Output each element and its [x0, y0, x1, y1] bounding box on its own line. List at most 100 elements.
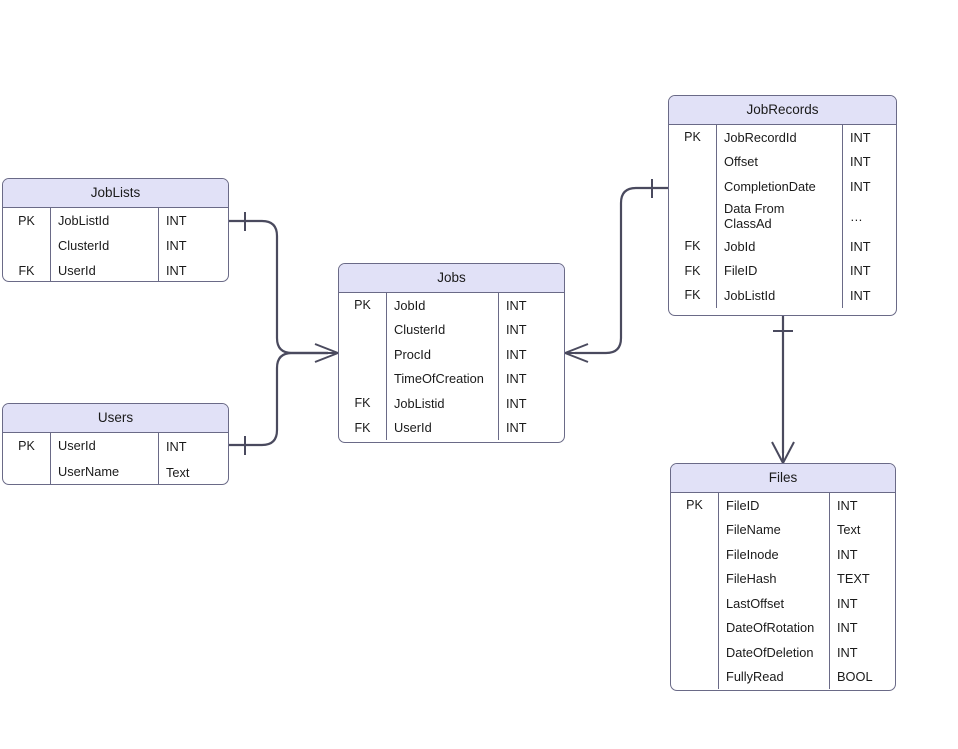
column-key-badge: [339, 342, 386, 367]
column-name: LastOffset: [718, 591, 829, 616]
column-key-badge: [339, 318, 386, 343]
column-key-badge: [671, 567, 718, 592]
column-key-badge: [339, 367, 386, 392]
column-name: DateOfDeletion: [718, 640, 829, 665]
column-name: ClusterId: [386, 317, 498, 342]
column-key-badge: [671, 640, 718, 665]
column-key-badge: [3, 233, 50, 258]
column-type: INT: [158, 433, 228, 459]
column-key-badge: PK: [684, 130, 701, 145]
column-type: …: [842, 198, 896, 235]
column-name: FileID: [718, 493, 829, 518]
column-row[interactable]: Data From ClassAd…: [669, 198, 896, 235]
column-type: INT: [498, 342, 564, 367]
column-type: INT: [498, 391, 564, 416]
column-type: Text: [829, 517, 895, 542]
column-name: JobRecordId: [716, 125, 842, 150]
column-type: INT: [829, 640, 895, 665]
column-name: CompletionDate: [716, 174, 842, 199]
column-key-badge: FK: [684, 288, 701, 303]
column-key-badge: [3, 459, 50, 484]
column-name: JobListId: [716, 283, 842, 308]
column-key-badge: [669, 150, 716, 175]
column-key-badge: [671, 616, 718, 641]
column-key-badge: FK: [18, 263, 35, 278]
column-type: INT: [842, 149, 896, 174]
column-type: INT: [498, 293, 564, 318]
column-type: TEXT: [829, 566, 895, 591]
column-name: UserId: [50, 433, 158, 459]
column-name: UserId: [50, 258, 158, 281]
relationship-line-joblists-jobs: [229, 219, 328, 355]
column-type: BOOL: [829, 664, 895, 689]
column-name: Data From ClassAd: [716, 198, 842, 235]
column-type: INT: [842, 234, 896, 259]
crowsfoot-files: [771, 441, 795, 464]
column-key-badge: [671, 518, 718, 543]
column-type: INT: [842, 258, 896, 284]
column-key-badge: [669, 174, 716, 199]
relationship-jobrecords-jobs: [564, 179, 668, 363]
column-key-badge: [671, 665, 718, 690]
relationship-joblists-jobs: [229, 212, 339, 363]
column-type: INT: [829, 493, 895, 518]
crowsfoot-jobs-from-jobrecords: [564, 343, 589, 363]
column-key-badge: PK: [354, 298, 371, 313]
column-type: INT: [842, 283, 896, 308]
column-name: JobListid: [386, 391, 498, 416]
column-key-badge: PK: [18, 213, 35, 228]
column-key-badge: FK: [354, 396, 371, 411]
column-name: FileHash: [718, 566, 829, 591]
column-name: FileInode: [718, 542, 829, 567]
entity-title-jobrecords: JobRecords: [669, 96, 896, 125]
column-name: FileName: [718, 517, 829, 542]
column-name: UserId: [386, 415, 498, 440]
column-type: INT: [829, 542, 895, 567]
column-name: UserName: [50, 459, 158, 484]
entity-title-joblists: JobLists: [3, 179, 228, 208]
entity-title-jobs: Jobs: [339, 264, 564, 293]
entity-title-users: Users: [3, 404, 228, 433]
column-type: INT: [158, 258, 228, 281]
relationship-line-users-jobs: [229, 351, 328, 447]
column-type: INT: [158, 233, 228, 258]
column-key-badge: [671, 591, 718, 616]
column-name: FullyRead: [718, 664, 829, 689]
column-type: INT: [842, 125, 896, 150]
column-type: INT: [829, 615, 895, 640]
entity-title-files: Files: [671, 464, 895, 493]
